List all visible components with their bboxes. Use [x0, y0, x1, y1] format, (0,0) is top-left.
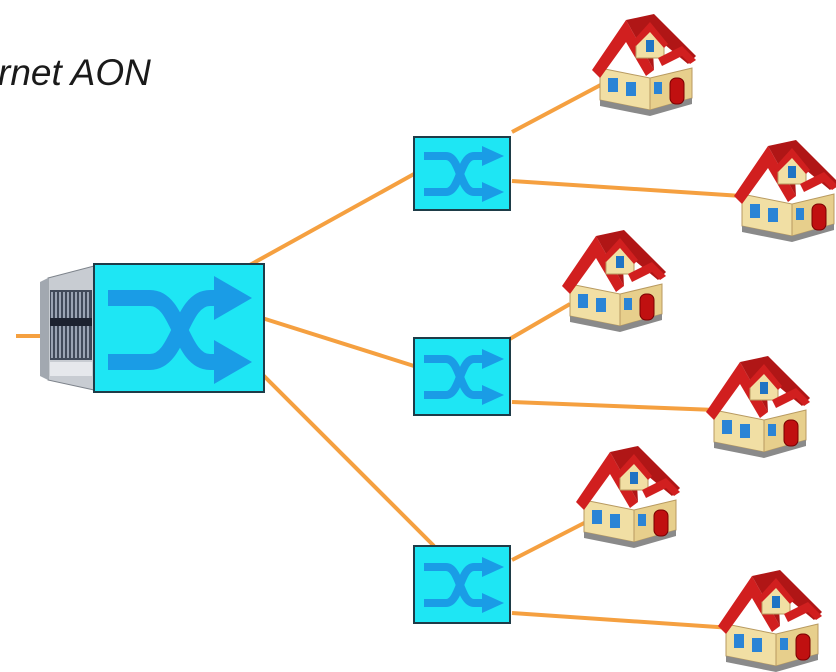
diagram-title: rnet AON — [0, 52, 151, 93]
house-icon — [575, 445, 681, 549]
switch-arrows-icon — [108, 276, 252, 384]
switch-3 — [413, 545, 511, 624]
link-switch3-home-5 — [511, 518, 591, 562]
link-switch1-home-1 — [511, 78, 611, 134]
link-central-switch-3 — [260, 372, 436, 548]
link-lines — [16, 78, 743, 630]
switch-1 — [413, 136, 511, 211]
link-switch2-home-3 — [506, 302, 572, 342]
central-switch — [93, 263, 265, 393]
house-icon — [561, 229, 667, 333]
switch-2 — [413, 337, 511, 416]
house-icon — [733, 139, 836, 243]
link-switch2-home-4 — [511, 400, 717, 412]
server-rack-icon — [40, 265, 95, 391]
link-switch1-home-2 — [511, 179, 743, 198]
link-central-switch-1 — [247, 172, 415, 268]
link-switch3-home-6 — [511, 611, 733, 630]
house-icon — [591, 13, 697, 117]
house-icon — [705, 355, 811, 459]
link-central-switch-2 — [261, 316, 415, 368]
house-icon — [717, 569, 823, 672]
